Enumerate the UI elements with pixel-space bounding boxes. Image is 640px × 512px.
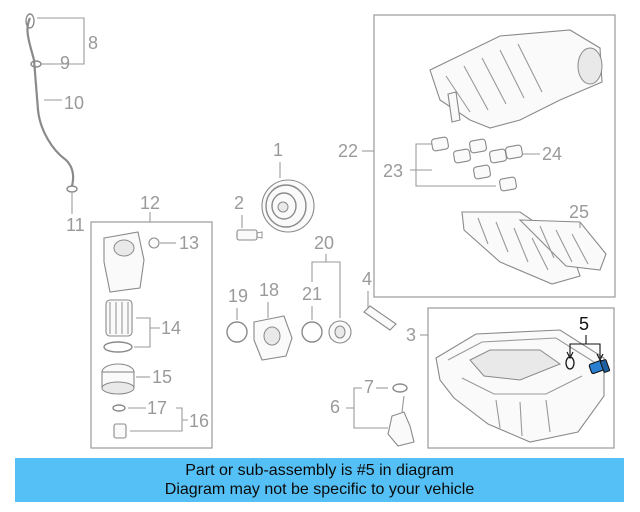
callout-4: 4 [362, 269, 372, 289]
caption-banner: Part or sub-assembly is #5 in diagram Di… [15, 458, 624, 502]
callout-20: 20 [314, 233, 334, 253]
callout-23: 23 [383, 161, 403, 181]
callout-6: 6 [330, 397, 340, 417]
sensor-group: 7 6 [330, 377, 415, 447]
callout-5[interactable]: 5 [579, 314, 589, 334]
callout-13: 13 [179, 233, 199, 253]
callout-25: 25 [569, 202, 589, 222]
caption-line-1: Part or sub-assembly is #5 in diagram [185, 462, 454, 479]
pulley-group: 1 2 [234, 140, 315, 241]
callout-24: 24 [542, 144, 562, 164]
callout-22: 22 [338, 141, 358, 161]
callout-21: 21 [302, 284, 322, 304]
callout-11: 11 [66, 215, 85, 235]
callout-10: 10 [64, 93, 84, 113]
callout-18: 18 [259, 280, 279, 300]
oil-filter-group: 12 13 14 15 17 16 [90, 193, 213, 449]
callout-3: 3 [406, 325, 416, 345]
callout-16: 16 [189, 411, 209, 431]
callout-7: 7 [364, 377, 374, 397]
callout-14: 14 [161, 318, 181, 338]
callout-8: 8 [88, 33, 98, 53]
drain-plug-bolt[interactable] [588, 359, 611, 375]
callout-17: 17 [147, 398, 167, 418]
callout-1: 1 [273, 140, 283, 160]
intake-manifold-group: 22 23 24 25 [338, 14, 616, 298]
oil-pan-group: 3 5 [406, 307, 615, 449]
drain-plug-washer[interactable] [565, 356, 575, 370]
callout-19: 19 [228, 286, 248, 306]
caption-line-2: Diagram may not be specific to your vehi… [164, 481, 475, 498]
dipstick-group: 8 9 10 11 [25, 13, 98, 235]
seals-group: 19 18 20 21 4 [226, 233, 397, 361]
callout-12: 12 [140, 193, 160, 213]
callout-15: 15 [152, 367, 172, 387]
callout-2: 2 [234, 193, 244, 213]
callout-9: 9 [60, 53, 70, 73]
